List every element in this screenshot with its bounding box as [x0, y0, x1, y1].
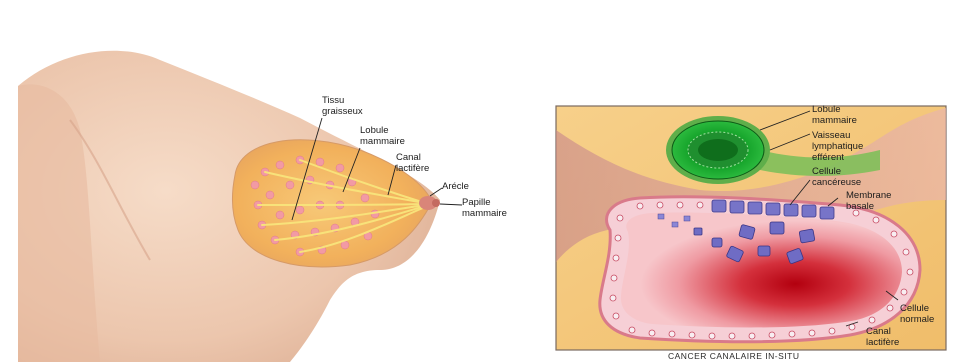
duct-lumen [621, 213, 902, 328]
label-lobule-left: Lobule mammaire [360, 125, 405, 147]
label-nipple: Papille mammaire [462, 197, 507, 219]
label-normal-cell: Cellule normale [900, 303, 934, 325]
label-duct-left: Canal lactifère [396, 152, 429, 174]
label-fat-tissue: Tissu graisseux [322, 95, 363, 117]
nipple [432, 199, 440, 207]
caption: CANCER CANALAIRE IN-SITU [668, 351, 800, 361]
label-areola: Arécle [442, 181, 469, 192]
green-lobule [666, 116, 770, 184]
duct-detail-panel [556, 106, 946, 350]
